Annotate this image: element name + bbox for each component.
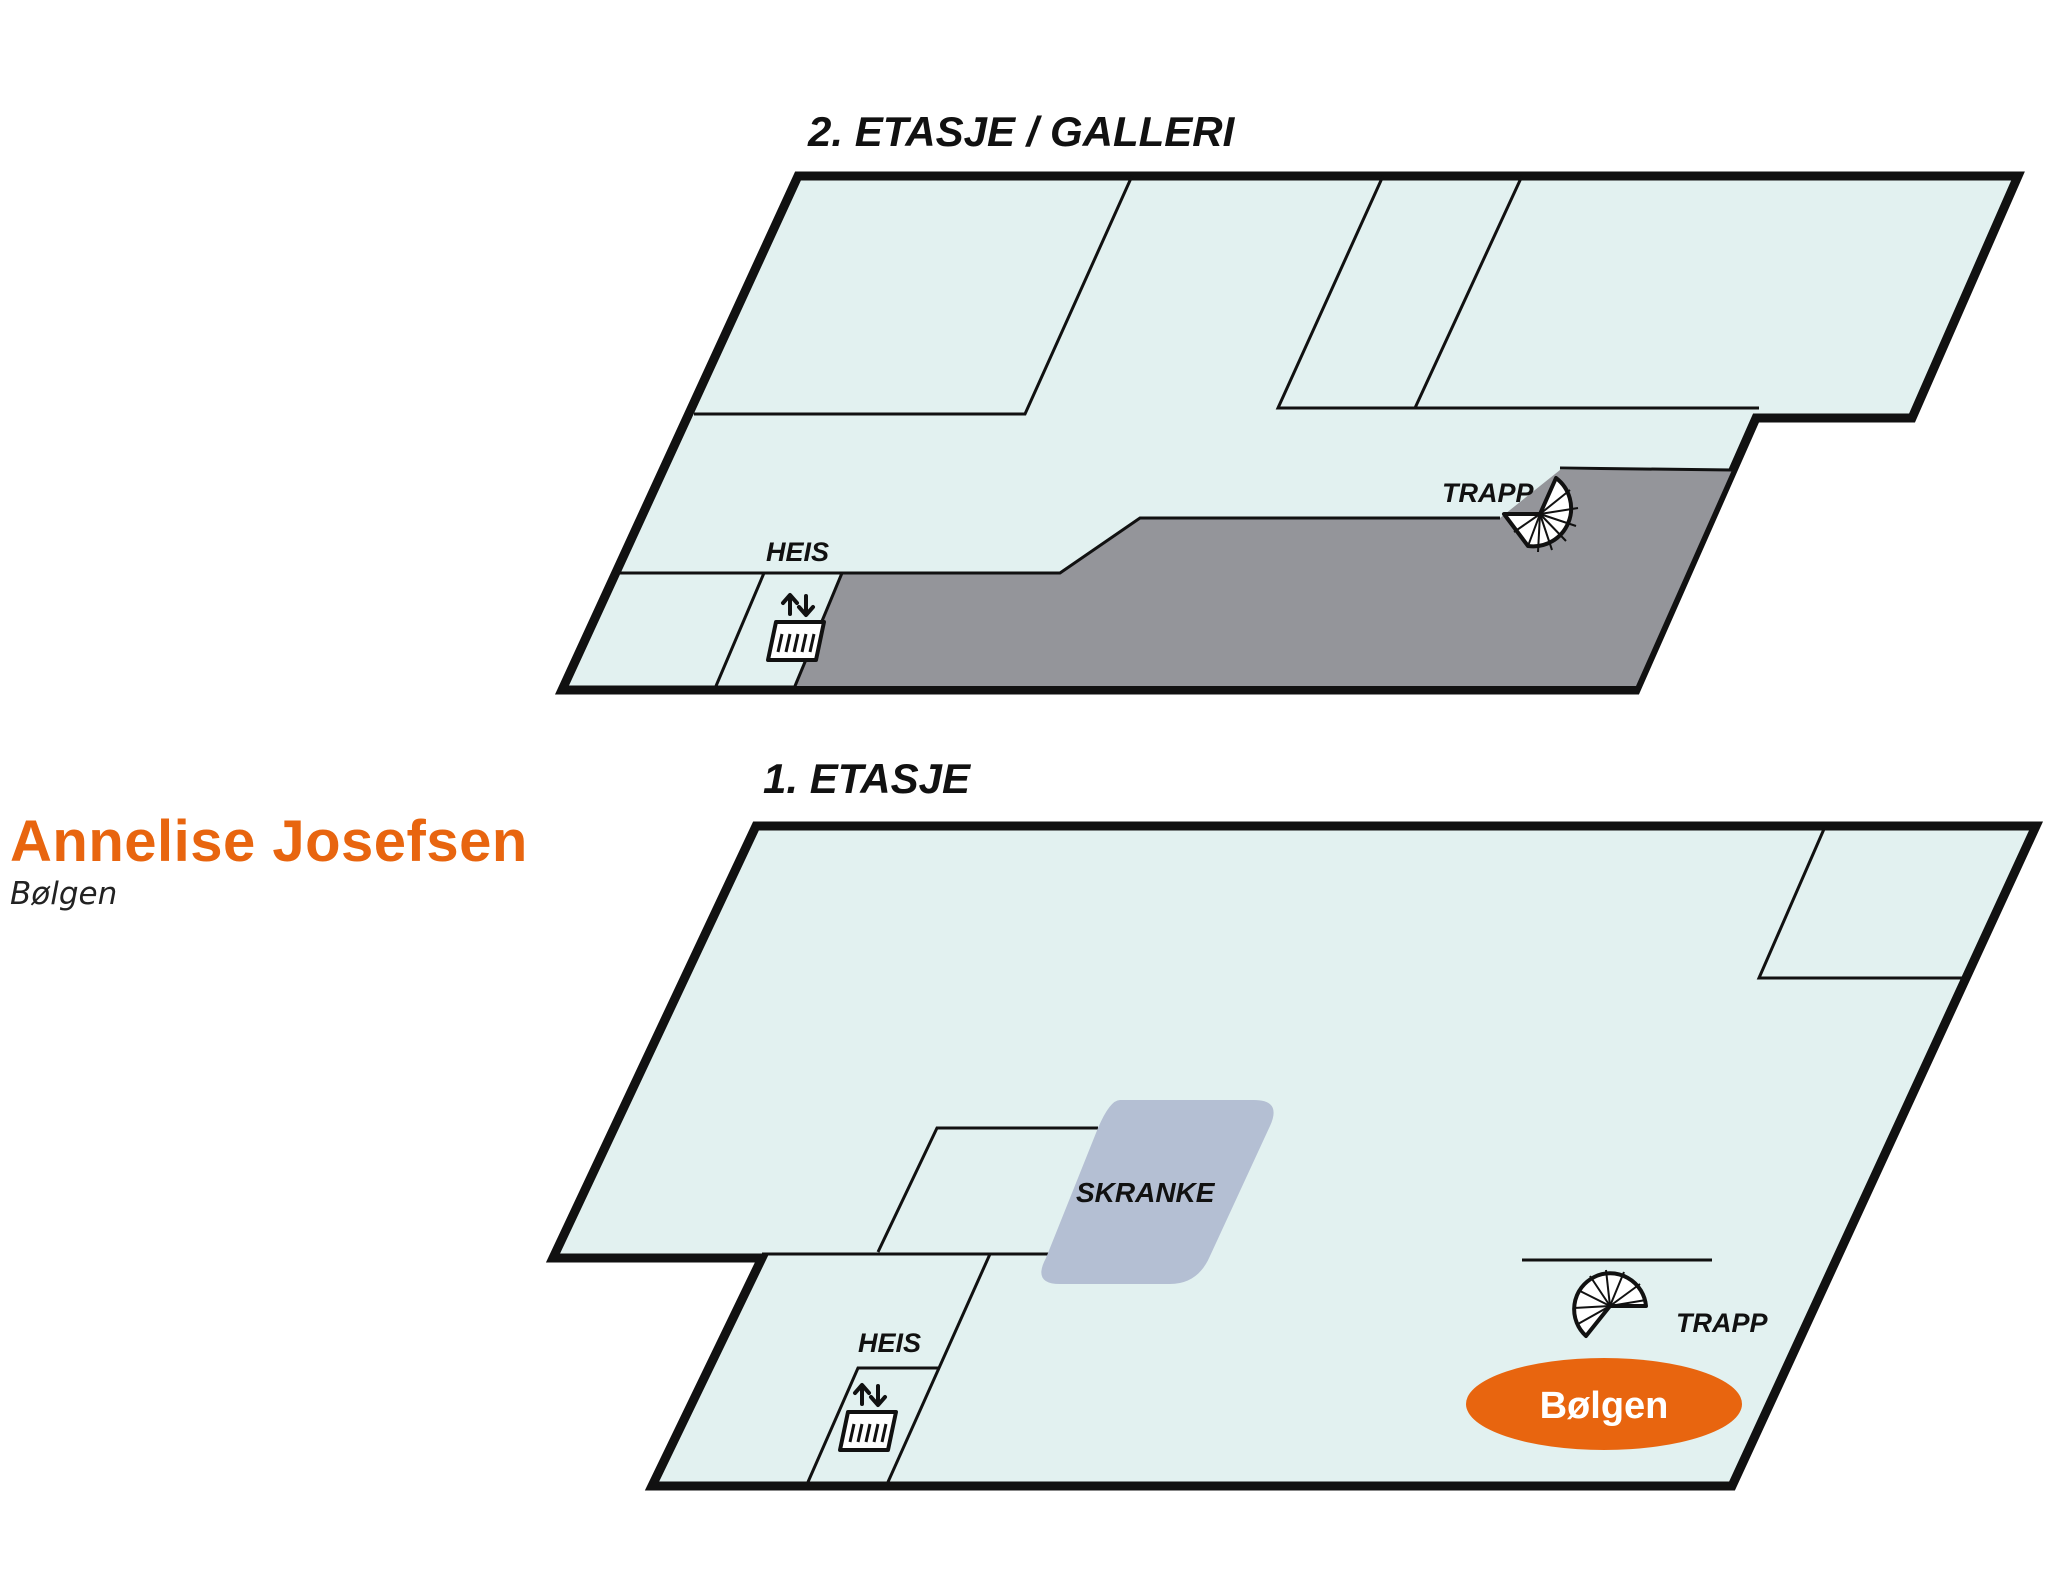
floor-1-wall-room-corner [1756,828,1966,980]
floor-2-wall-room-b [1275,175,1759,410]
counter-desk [1041,1100,1274,1284]
floor-2-restricted-area [795,470,1732,686]
floor-1-stairs-label: TRAPP [1676,1308,1768,1338]
floor-1-outline [545,821,2044,1491]
counter-label: SKRANKE [1076,1177,1216,1208]
floor-2-elevator-label: HEIS [766,537,829,567]
floor-2-wall-room-c [1413,175,1524,409]
person-name: Annelise Josefsen [10,809,528,874]
location-marker-label: Bølgen [1540,1385,1669,1427]
floor-1-walls [762,828,1966,1483]
floor-1: 1. ETASJE SKRANKE HEIS [545,755,2044,1491]
floor-1-elevator-label: HEIS [858,1328,921,1358]
spiral-stairs-icon [1502,476,1579,553]
floor-1-wall-room-center [876,1126,1098,1253]
floor-2: 2. ETASJE / GALLERI HEIS TRAPP [554,108,2025,695]
floor-1-wall-elevator-left [806,1366,938,1483]
floor-1-title: 1. ETASJE [763,755,972,802]
floor-2-wall-elevator-left [714,572,766,687]
spiral-stairs-icon [1572,1269,1648,1338]
location-marker [1466,1358,1742,1450]
floor-2-wall-room-a [694,175,1134,416]
floor-2-wall-corridor [620,516,1500,575]
floor-2-wall-gallery [1559,466,1733,472]
floor-2-walls [620,175,1759,687]
person-location: Bølgen [10,876,118,912]
floor-2-title: 2. ETASJE / GALLERI [807,108,1236,155]
floor-1-wall-elevator-right [886,1253,992,1483]
elevator-icon [838,1383,898,1452]
elevator-icon [766,593,826,662]
floor-2-stairs-label: TRAPP [1442,478,1534,508]
